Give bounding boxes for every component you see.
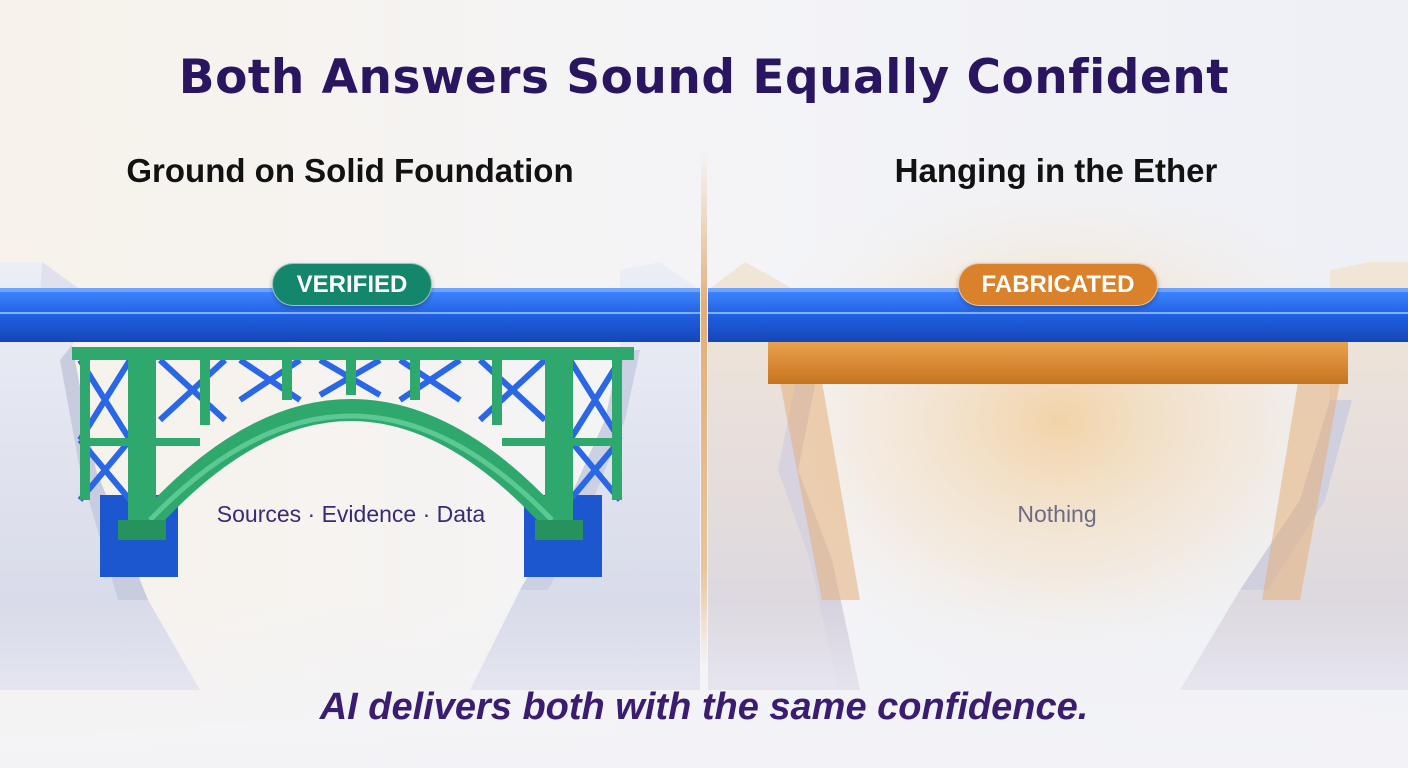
left-phantom-leg <box>780 382 860 600</box>
verified-badge-label: VERIFIED <box>296 270 408 298</box>
center-left-cliff-shadow <box>520 350 640 590</box>
left-panel-heading: Ground on Solid Foundation <box>126 152 574 189</box>
bottom-fog <box>0 600 1408 768</box>
right-cliff <box>1180 262 1408 690</box>
right-foundation-label: Nothing <box>1017 501 1097 527</box>
orange-girder <box>768 342 1348 384</box>
main-title: Both Answers Sound Equally Confident <box>178 50 1230 105</box>
center-divider <box>701 150 707 670</box>
verified-badge: VERIFIED <box>272 263 432 306</box>
fabricated-badge: FABRICATED <box>958 263 1158 306</box>
right-phantom-leg <box>1262 382 1340 600</box>
truss-structure <box>72 347 634 577</box>
left-cliff <box>0 262 200 690</box>
caption: AI delivers both with the same confidenc… <box>319 686 1089 728</box>
right-panel-heading: Hanging in the Ether <box>894 152 1218 189</box>
left-foundation-label: Sources · Evidence · Data <box>216 501 486 527</box>
fabricated-badge-label: FABRICATED <box>981 270 1135 298</box>
